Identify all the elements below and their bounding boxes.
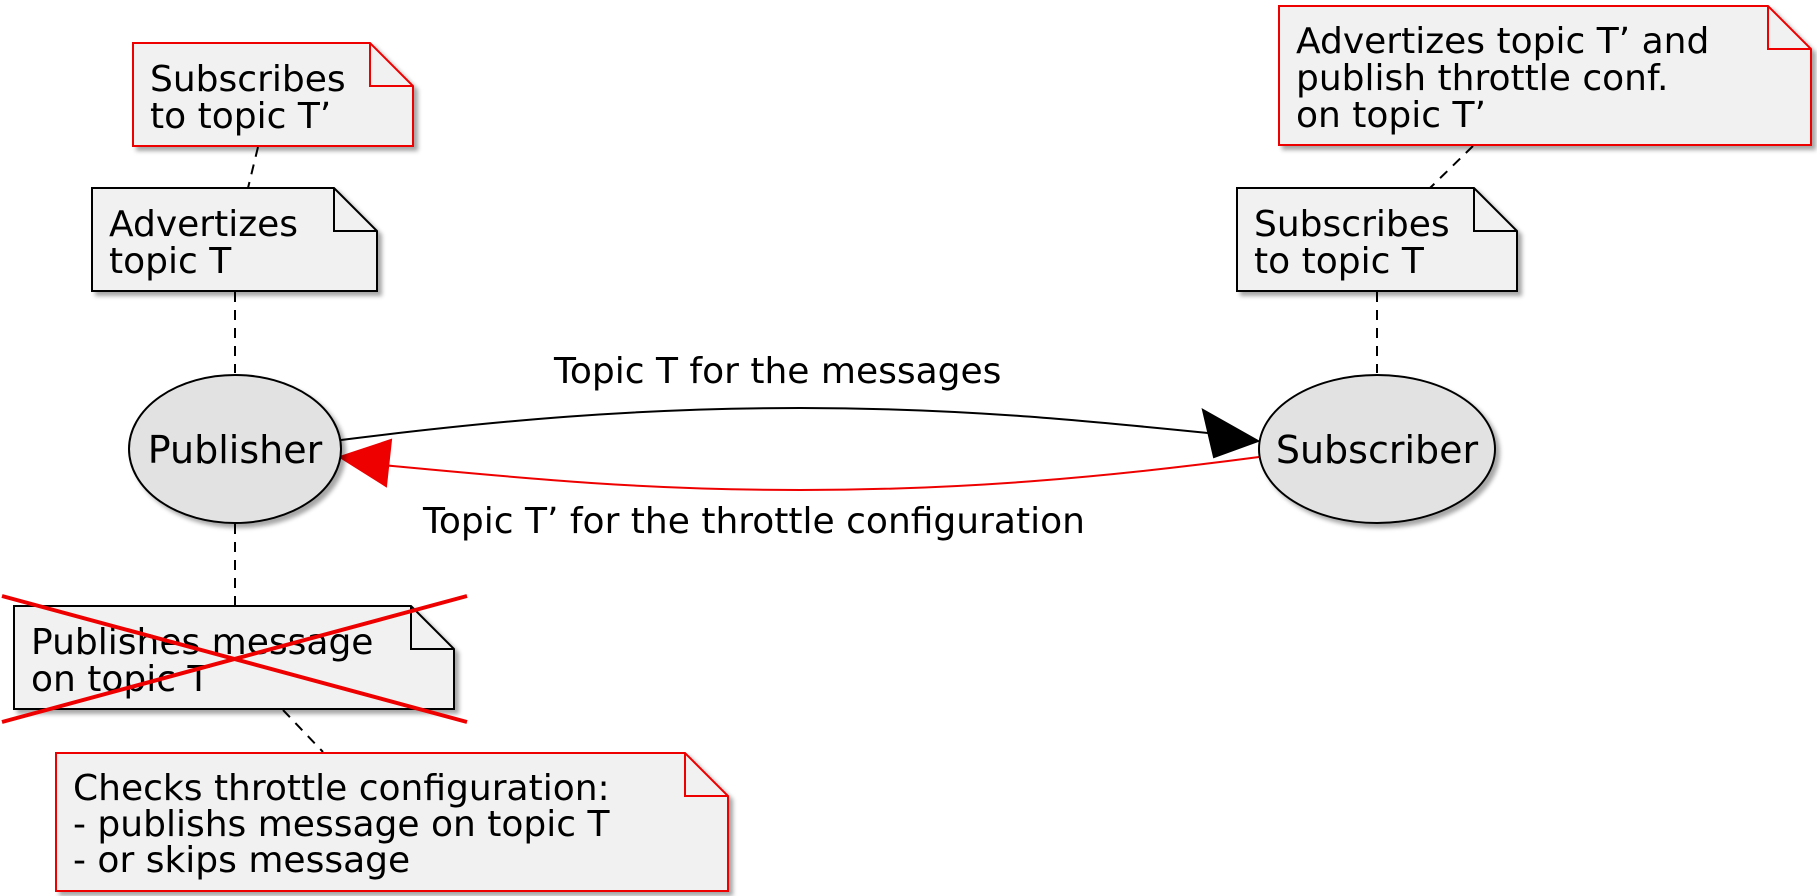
note-line: Checks throttle configuration: <box>73 768 610 809</box>
node-subscriber: Subscriber <box>1258 374 1496 524</box>
node-label-subscriber: Subscriber <box>1276 428 1479 472</box>
note-line: on topic T <box>31 659 211 700</box>
note-line: Subscribes <box>1254 204 1450 245</box>
note-publisher-publishes-crossed: Publishes message on topic T <box>1 594 468 724</box>
note-line: Advertizes <box>109 204 298 245</box>
note-subscriber-subscribes: Subscribes to topic T <box>1236 187 1518 292</box>
arrowhead-black-icon <box>1201 408 1261 459</box>
connector-sub-advertizes-to-subscribes <box>1429 145 1474 189</box>
arrowhead-red-icon <box>337 438 393 488</box>
note-line: to topic T <box>1254 241 1425 282</box>
note-line: Publishes message <box>31 622 373 663</box>
edge-label-messages: Topic T for the messages <box>553 351 1001 392</box>
edge-messages-topic: Topic T for the messages <box>340 351 1261 459</box>
note-publisher-advertizes: Advertizes topic T <box>91 187 378 292</box>
note-publisher-checks: Checks throttle configuration: - publish… <box>55 752 729 892</box>
edge-label-throttle: Topic T’ for the throttle configuration <box>422 501 1085 542</box>
note-line: Advertizes topic T’ and <box>1296 21 1709 62</box>
connector-publishes-to-checks <box>282 709 324 753</box>
note-line: Subscribes <box>150 59 346 100</box>
note-line: publish throttle conf. <box>1296 58 1668 99</box>
strike-line <box>1 594 468 724</box>
note-line: on topic T’ <box>1296 95 1486 136</box>
node-publisher: Publisher <box>128 374 342 524</box>
note-line: to topic T’ <box>150 96 331 137</box>
note-line: - or skips message <box>73 840 410 881</box>
connector-subscribes-to-advertizes <box>247 146 259 189</box>
note-line: topic T <box>109 241 232 282</box>
note-publisher-subscribes: Subscribes to topic T’ <box>132 42 414 147</box>
note-line: - publishs message on topic T <box>73 804 610 845</box>
node-label-publisher: Publisher <box>148 428 323 472</box>
note-subscriber-advertizes: Advertizes topic T’ and publish throttle… <box>1278 5 1812 146</box>
edge-throttle-topic: Topic T’ for the throttle configuration <box>337 438 1260 542</box>
